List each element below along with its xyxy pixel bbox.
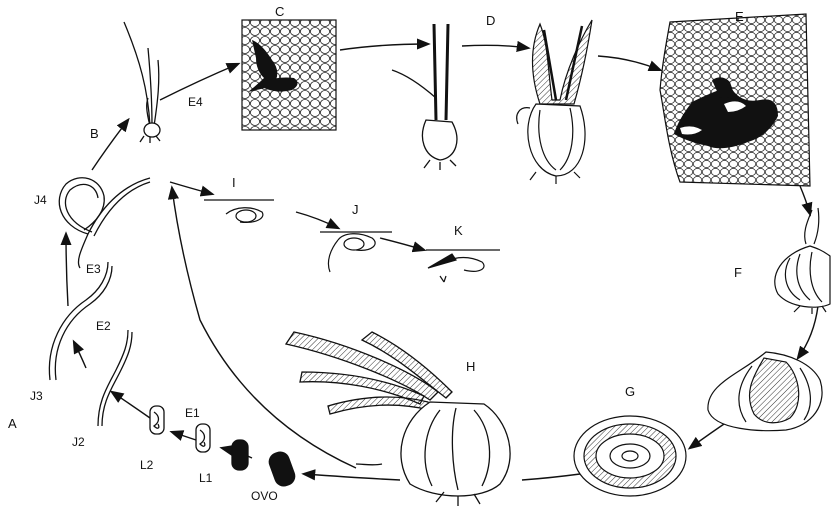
label-k: K xyxy=(454,224,463,237)
label-j4: J4 xyxy=(34,194,47,206)
label-c: C xyxy=(275,5,284,18)
label-i: I xyxy=(232,176,236,189)
larva-l2 xyxy=(150,406,164,434)
label-e2: E2 xyxy=(96,320,111,332)
bulb-cross-section-stage-g2 xyxy=(574,416,686,496)
label-ovo: OVO xyxy=(251,490,278,502)
label-j: J xyxy=(352,203,359,216)
bulb-stage-d xyxy=(392,24,457,170)
bulb-stage-f xyxy=(775,208,830,314)
bulb-infested-stage-d2 xyxy=(517,20,592,184)
label-d: D xyxy=(486,14,495,27)
larva-l1 xyxy=(196,424,210,452)
tissue-stage-e xyxy=(660,14,810,186)
eggs-and-larvae xyxy=(150,406,297,488)
bulb-section-stage-g xyxy=(708,352,822,431)
label-j2: J2 xyxy=(72,436,85,448)
label-b: B xyxy=(90,127,99,140)
label-e4: E4 xyxy=(188,96,203,108)
egg-ovo xyxy=(267,450,297,489)
label-a: A xyxy=(8,417,17,430)
label-j3: J3 xyxy=(30,390,43,402)
label-g: G xyxy=(625,385,635,398)
label-f: F xyxy=(734,266,742,279)
label-l2: L2 xyxy=(140,459,153,471)
label-e3: E3 xyxy=(86,263,101,275)
seedling-stage-b xyxy=(124,22,160,143)
label-h: H xyxy=(466,360,475,373)
tissue-stage-c xyxy=(242,20,336,130)
label-l1: L1 xyxy=(199,472,212,484)
egg-1 xyxy=(232,440,248,470)
label-e: E xyxy=(735,10,744,23)
label-e1: E1 xyxy=(185,407,200,419)
